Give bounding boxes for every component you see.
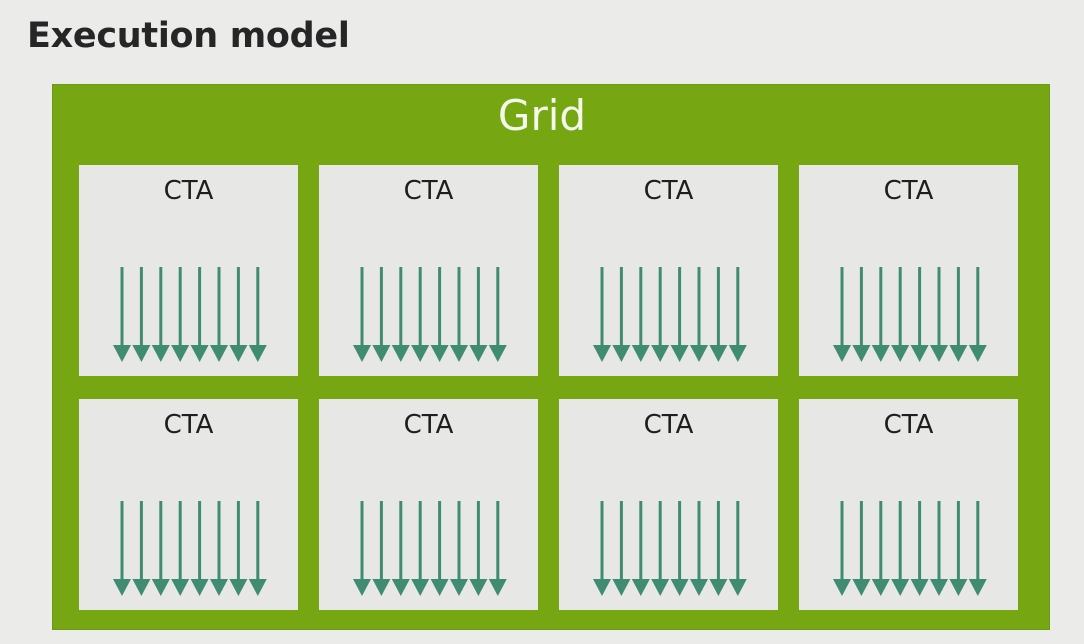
thread-arrow-icon bbox=[411, 267, 430, 362]
thread-arrow-icon bbox=[593, 501, 611, 596]
thread-arrow-icon bbox=[690, 267, 708, 362]
thread-arrow-icon bbox=[450, 267, 468, 362]
thread-arrow-icon bbox=[151, 501, 170, 596]
cta-block: CTA bbox=[319, 165, 538, 376]
thread-arrow-icon bbox=[891, 267, 910, 362]
thread-arrow-icon bbox=[210, 501, 228, 596]
thread-arrow-icon bbox=[151, 267, 170, 362]
thread-arrow-icon bbox=[690, 501, 708, 596]
thread-arrow-icon bbox=[968, 267, 987, 362]
cta-block: CTA bbox=[799, 399, 1018, 610]
thread-arrow-icon bbox=[113, 267, 131, 362]
cta-block: CTA bbox=[79, 399, 298, 610]
thread-arrow-icon bbox=[852, 501, 871, 596]
thread-arrows bbox=[593, 267, 747, 362]
thread-arrow-icon bbox=[391, 501, 410, 596]
thread-arrow-icon bbox=[651, 267, 670, 362]
thread-arrow-icon bbox=[852, 267, 871, 362]
thread-arrow-icon bbox=[728, 501, 747, 596]
thread-arrow-icon bbox=[891, 501, 910, 596]
cta-block: CTA bbox=[559, 165, 778, 376]
thread-arrow-icon bbox=[411, 501, 430, 596]
thread-arrow-icon bbox=[593, 267, 611, 362]
thread-arrow-icon bbox=[709, 501, 728, 596]
thread-arrow-icon bbox=[372, 501, 391, 596]
cta-block: CTA bbox=[319, 399, 538, 610]
thread-arrow-icon bbox=[949, 267, 968, 362]
thread-arrow-icon bbox=[132, 501, 151, 596]
thread-arrow-icon bbox=[210, 267, 228, 362]
thread-arrows bbox=[593, 501, 747, 596]
thread-arrow-icon bbox=[612, 267, 631, 362]
thread-arrow-icon bbox=[190, 267, 209, 362]
thread-arrow-icon bbox=[229, 267, 248, 362]
cta-label: CTA bbox=[403, 410, 454, 440]
cta-label: CTA bbox=[403, 176, 454, 206]
thread-arrow-icon bbox=[651, 501, 670, 596]
thread-arrows bbox=[113, 501, 267, 596]
cta-label: CTA bbox=[163, 410, 214, 440]
cta-label: CTA bbox=[163, 176, 214, 206]
cta-label: CTA bbox=[643, 410, 694, 440]
cta-block: CTA bbox=[79, 165, 298, 376]
thread-arrows bbox=[113, 267, 267, 362]
cta-label: CTA bbox=[883, 410, 934, 440]
thread-arrow-icon bbox=[190, 501, 209, 596]
thread-arrow-icon bbox=[469, 267, 488, 362]
thread-arrow-icon bbox=[670, 267, 689, 362]
thread-arrow-icon bbox=[871, 267, 890, 362]
grid-label: Grid bbox=[497, 91, 587, 140]
thread-arrow-icon bbox=[430, 267, 449, 362]
thread-arrow-icon bbox=[171, 267, 190, 362]
thread-arrow-icon bbox=[171, 501, 190, 596]
cta-label: CTA bbox=[883, 176, 934, 206]
thread-arrow-icon bbox=[372, 267, 391, 362]
thread-arrow-icon bbox=[488, 501, 507, 596]
thread-arrow-icon bbox=[430, 501, 449, 596]
thread-arrow-icon bbox=[728, 267, 747, 362]
thread-arrow-icon bbox=[353, 501, 371, 596]
cta-block: CTA bbox=[559, 399, 778, 610]
thread-arrows bbox=[833, 501, 987, 596]
thread-arrow-icon bbox=[631, 501, 650, 596]
thread-arrow-icon bbox=[670, 501, 689, 596]
thread-arrow-icon bbox=[469, 501, 488, 596]
thread-arrows bbox=[833, 267, 987, 362]
thread-arrow-icon bbox=[709, 267, 728, 362]
thread-arrows bbox=[353, 267, 507, 362]
thread-arrow-icon bbox=[910, 501, 929, 596]
cta-label: CTA bbox=[643, 176, 694, 206]
thread-arrow-icon bbox=[488, 267, 507, 362]
thread-arrow-icon bbox=[132, 267, 151, 362]
thread-arrow-icon bbox=[229, 501, 248, 596]
thread-arrow-icon bbox=[612, 501, 631, 596]
thread-arrow-icon bbox=[968, 501, 987, 596]
page-title: Execution model bbox=[27, 16, 350, 56]
thread-arrow-icon bbox=[391, 267, 410, 362]
thread-arrow-icon bbox=[353, 267, 371, 362]
thread-arrow-icon bbox=[248, 267, 267, 362]
thread-arrow-icon bbox=[833, 267, 851, 362]
thread-arrow-icon bbox=[910, 267, 929, 362]
thread-arrow-icon bbox=[949, 501, 968, 596]
thread-arrow-icon bbox=[930, 267, 948, 362]
cta-block: CTA bbox=[799, 165, 1018, 376]
thread-arrow-icon bbox=[833, 501, 851, 596]
thread-arrows bbox=[353, 501, 507, 596]
thread-arrow-icon bbox=[248, 501, 267, 596]
thread-arrow-icon bbox=[450, 501, 468, 596]
thread-arrow-icon bbox=[113, 501, 131, 596]
thread-arrow-icon bbox=[631, 267, 650, 362]
thread-arrow-icon bbox=[930, 501, 948, 596]
thread-arrow-icon bbox=[871, 501, 890, 596]
